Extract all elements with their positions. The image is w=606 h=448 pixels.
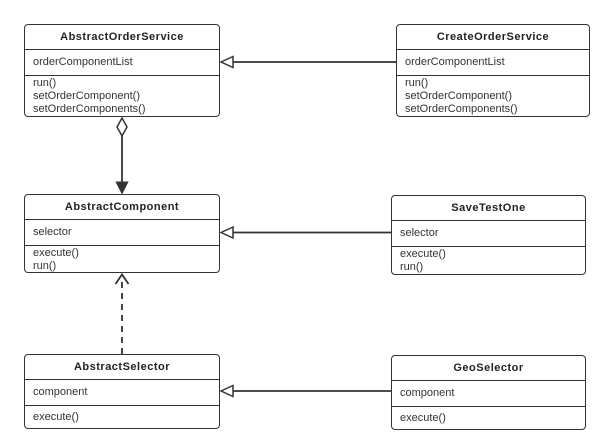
class-method: setOrderComponent(): [33, 90, 140, 102]
methods-compartment: execute(): [392, 406, 585, 429]
aggregation-diamond-icon: [116, 116, 128, 138]
class-method: execute(): [33, 410, 79, 423]
class-method: setOrderComponent(): [405, 90, 512, 102]
class-box-geo-selector: GeoSelector component execute(): [391, 355, 586, 430]
attributes-compartment: selector: [392, 220, 585, 246]
class-method: run(): [33, 260, 57, 272]
class-method: setOrderComponents(): [33, 103, 146, 115]
open-arrowhead-icon: [114, 272, 130, 285]
class-name: SaveTestOne: [451, 202, 526, 214]
hollow-triangle-arrowhead-icon: [219, 384, 234, 398]
class-name: AbstractOrderService: [60, 31, 184, 43]
class-attribute: selector: [33, 226, 72, 238]
arrow-abstract-selector-depends-on-abstract-component: [114, 272, 130, 354]
attributes-compartment: selector: [25, 219, 219, 245]
hollow-triangle-arrowhead-icon: [219, 225, 234, 240]
arrow-geo-selector-extends-abstract-selector: [219, 384, 391, 398]
attributes-compartment: orderComponentList: [397, 49, 589, 75]
class-method: execute(): [33, 247, 79, 259]
class-box-save-test-one: SaveTestOne selector execute() run(): [391, 195, 586, 275]
class-attribute: selector: [400, 227, 439, 239]
hollow-triangle-arrowhead-icon: [219, 55, 234, 69]
class-box-abstract-order-service: AbstractOrderService orderComponentList …: [24, 24, 220, 117]
class-method: run(): [405, 77, 429, 89]
class-attribute: orderComponentList: [405, 56, 505, 68]
class-attribute: component: [33, 386, 88, 398]
arrow-abstract-order-service-aggregates-abstract-component: [115, 116, 129, 195]
methods-compartment: run() setOrderComponent() setOrderCompon…: [25, 75, 219, 116]
attributes-compartment: orderComponentList: [25, 49, 219, 75]
class-name: AbstractSelector: [73, 361, 171, 373]
class-box-create-order-service: CreateOrderService orderComponentList ru…: [396, 24, 590, 117]
solid-triangle-arrowhead-icon: [115, 181, 129, 195]
arrow-save-test-one-extends-abstract-component: [219, 225, 391, 240]
class-method: execute(): [400, 248, 446, 260]
methods-compartment: execute() run(): [392, 246, 585, 274]
attributes-compartment: component: [392, 380, 585, 406]
class-name: GeoSelector: [453, 362, 524, 374]
class-box-abstract-component: AbstractComponent selector execute() run…: [24, 194, 220, 273]
class-name: CreateOrderService: [436, 31, 550, 43]
class-attribute: orderComponentList: [33, 56, 133, 68]
attributes-compartment: component: [25, 379, 219, 405]
methods-compartment: run() setOrderComponent() setOrderCompon…: [397, 75, 589, 116]
class-method: run(): [400, 261, 424, 273]
class-method: execute(): [400, 411, 446, 424]
arrow-create-order-service-extends-abstract-order-service: [219, 55, 396, 69]
class-attribute: component: [400, 387, 455, 399]
methods-compartment: execute() run(): [25, 245, 219, 272]
class-method: setOrderComponents(): [405, 103, 518, 115]
methods-compartment: execute(): [25, 405, 219, 428]
class-name: AbstractComponent: [64, 201, 180, 213]
class-box-abstract-selector: AbstractSelector component execute(): [24, 354, 220, 429]
class-method: run(): [33, 77, 57, 89]
